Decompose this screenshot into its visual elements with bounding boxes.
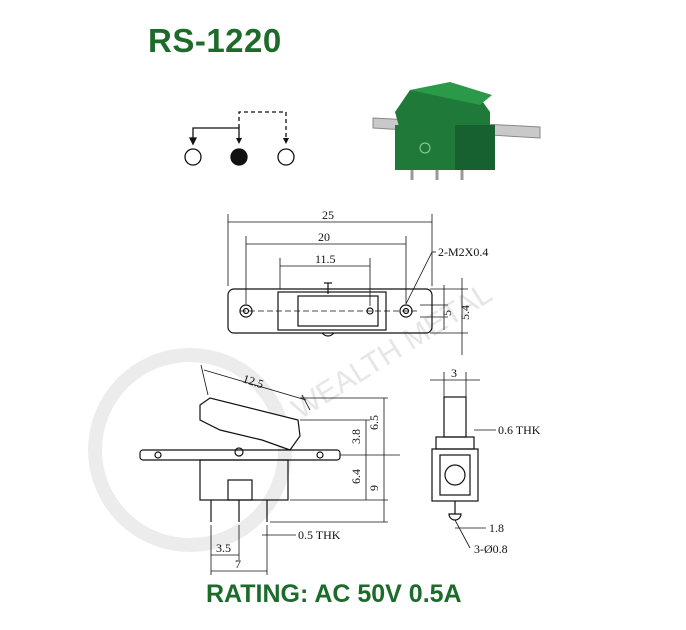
dim-hole-pitch: 20 bbox=[318, 230, 330, 244]
terminal-open-right bbox=[277, 148, 295, 166]
top-view bbox=[227, 214, 468, 355]
terminal-open-left bbox=[184, 148, 202, 166]
dim-total: 9 bbox=[367, 485, 381, 491]
end-view bbox=[430, 372, 496, 549]
product-title: RS-1220 bbox=[148, 22, 282, 59]
dim-hole-row: 5 bbox=[440, 310, 454, 316]
dim-mount-hole: 2-M2X0.4 bbox=[438, 245, 488, 259]
dim-end-thk: 0.6 THK bbox=[498, 423, 541, 437]
dim-lever: 12.5 bbox=[241, 372, 265, 392]
terminal-common bbox=[230, 148, 248, 166]
dim-pin-width: 1.8 bbox=[489, 521, 504, 535]
dim-body: 6.4 bbox=[349, 469, 363, 484]
dim-lever-width: 3 bbox=[451, 366, 457, 380]
side-view bbox=[139, 364, 400, 575]
dim-pin-hole: 3-Ø0.8 bbox=[474, 542, 508, 556]
dim-thk: 0.5 THK bbox=[298, 528, 341, 542]
dim-width: 5.4 bbox=[458, 305, 472, 320]
dim-top-height: 6.5 bbox=[367, 415, 381, 430]
circuit-schematic bbox=[184, 111, 295, 166]
rating-label: RATING: AC 50V 0.5A bbox=[206, 580, 462, 608]
dim-pin-span: 7 bbox=[235, 557, 241, 571]
dim-slide: 11.5 bbox=[315, 252, 336, 266]
dim-pin-pitch: 3.5 bbox=[216, 541, 231, 555]
dim-overall: 25 bbox=[322, 208, 334, 222]
dim-lever-height: 3.8 bbox=[349, 429, 363, 444]
switch-photo bbox=[372, 82, 541, 180]
